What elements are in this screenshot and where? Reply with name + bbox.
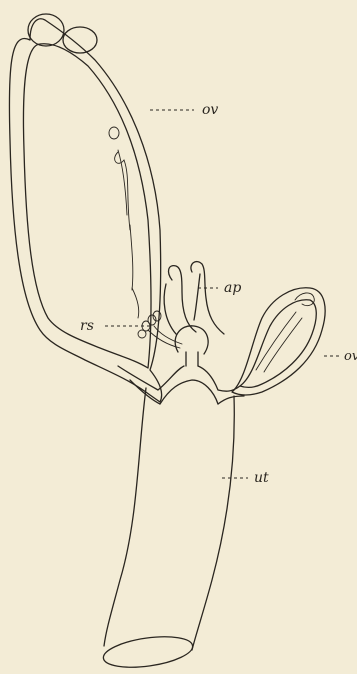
central-junction (175, 326, 208, 366)
label-ap: ap (224, 280, 241, 296)
label-rs: rs (80, 318, 94, 334)
label-ut: ut (254, 470, 269, 486)
oviduct-bridge (118, 366, 244, 404)
uterus (101, 388, 234, 672)
label-ov-top: ov (202, 102, 218, 118)
uterus-opening (101, 632, 194, 672)
label-ov-right: ov (344, 349, 357, 364)
ovary-cell-2 (63, 27, 97, 53)
appendages (164, 262, 224, 334)
right-ovary (232, 288, 325, 395)
left-ovary (9, 14, 161, 402)
